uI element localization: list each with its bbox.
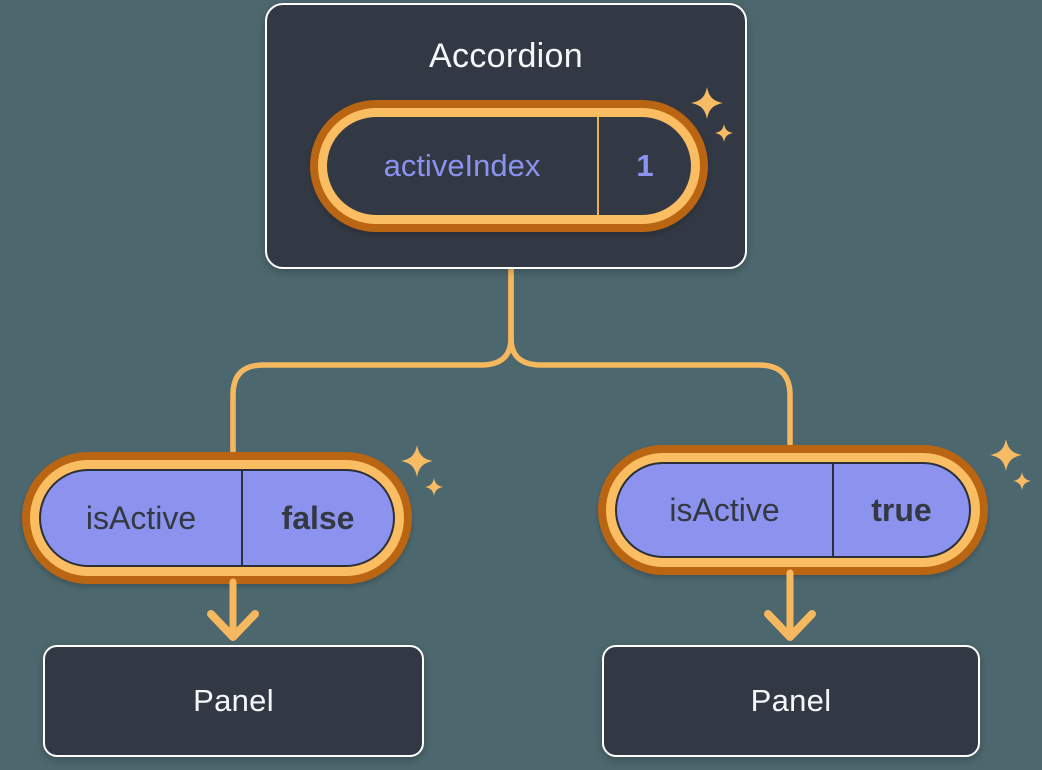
prop-pill-is-active-right: isActive true — [598, 445, 988, 575]
pill-glow-outer: activeIndex 1 — [310, 100, 708, 232]
fork-line-right — [508, 266, 793, 455]
panel-title: Panel — [750, 683, 832, 718]
accordion-title: Accordion — [429, 37, 583, 75]
pill-divider — [597, 117, 599, 215]
state-value-label: 1 — [636, 148, 654, 183]
arrow-head-right — [764, 610, 816, 641]
pill-glow-inner: isActive false — [30, 460, 404, 576]
pill-divider — [241, 471, 243, 565]
prop-pill-is-active-left: isActive false — [22, 452, 412, 584]
panel-card-left: Panel — [43, 645, 424, 757]
prop-name-label: isActive — [669, 491, 780, 528]
panel-card-right: Panel — [602, 645, 980, 757]
pill-glow-outer: isActive true — [598, 445, 988, 575]
arrow-head-left — [207, 610, 259, 641]
state-name-label: activeIndex — [383, 148, 541, 183]
prop-pill-core: isActive true — [615, 462, 971, 558]
sparkle-icon — [1013, 472, 1031, 490]
state-pill-core: activeIndex 1 — [327, 117, 691, 215]
prop-value-label: true — [871, 491, 932, 528]
panel-title: Panel — [193, 683, 274, 718]
sparkle-icon — [425, 478, 443, 496]
pill-divider — [832, 464, 834, 556]
pill-glow-inner: isActive true — [606, 453, 980, 567]
prop-name-label: isActive — [85, 499, 197, 536]
sparkle-icon — [990, 439, 1022, 471]
prop-value-label: false — [281, 499, 355, 536]
prop-pill-core: isActive false — [39, 469, 395, 567]
state-pill-active-index: activeIndex 1 — [310, 100, 708, 232]
pill-glow-outer: isActive false — [22, 452, 412, 584]
fork-line-left — [230, 266, 514, 460]
pill-glow-inner: activeIndex 1 — [318, 108, 700, 224]
